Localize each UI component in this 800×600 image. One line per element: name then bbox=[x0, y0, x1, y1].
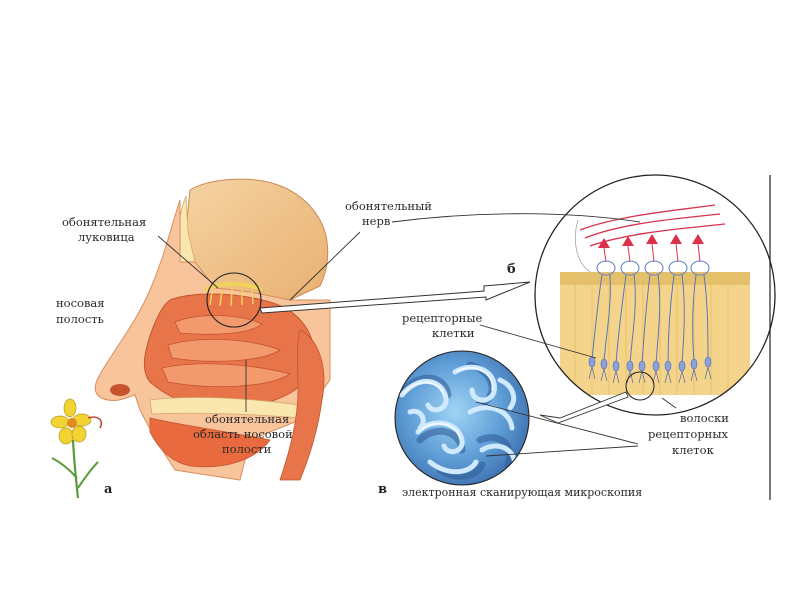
microscopy-image bbox=[394, 350, 530, 486]
label-receptor-hairs-1: волоски bbox=[680, 411, 729, 425]
label-receptor-hairs-3: клеток bbox=[672, 443, 715, 457]
label-receptor-hairs-2: рецепторных bbox=[648, 427, 728, 441]
label-nasal-cavity-1: носовая bbox=[56, 296, 105, 310]
leader-lines bbox=[157, 213, 677, 457]
magnification-arrow bbox=[259, 281, 531, 314]
label-olfactory-region-3: полости bbox=[222, 442, 272, 456]
label-receptor-cells-2: клетки bbox=[432, 326, 475, 340]
label-receptor-cells-1: рецепторные bbox=[402, 311, 482, 325]
micro-arrow bbox=[539, 391, 629, 424]
flower-illustration bbox=[50, 398, 102, 499]
panel-label-b: б bbox=[507, 262, 516, 277]
label-olfactory-nerve-2: нерв bbox=[362, 214, 390, 228]
panel-label-a: а bbox=[104, 482, 113, 497]
label-olfactory-bulb-2: луковица bbox=[78, 230, 135, 244]
label-olfactory-region-2: область носовой bbox=[193, 427, 293, 441]
head-section-illustration bbox=[94, 178, 331, 481]
receptor-cells-detail bbox=[534, 174, 776, 416]
labels: обонятельная луковица обонятельный нерв … bbox=[56, 199, 729, 499]
label-olfactory-nerve-1: обонятельный bbox=[345, 199, 432, 213]
panel-label-c: в bbox=[378, 482, 387, 497]
label-olfactory-bulb-1: обонятельная bbox=[62, 215, 146, 229]
caption-microscopy: электронная сканирующая микроскопия bbox=[402, 486, 642, 499]
label-nasal-cavity-2: полость bbox=[56, 312, 104, 326]
label-olfactory-region-1: обонятельная bbox=[205, 412, 289, 426]
